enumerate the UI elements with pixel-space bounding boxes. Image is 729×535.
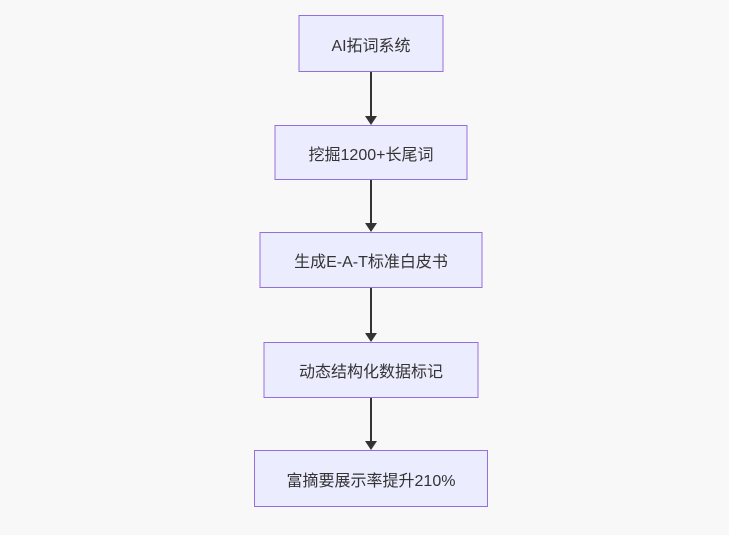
flow-node-label: 生成E-A-T标准白皮书 bbox=[294, 254, 448, 271]
arrow-down-connector bbox=[370, 180, 372, 223]
flow-node-label: 富摘要展示率提升210% bbox=[286, 472, 456, 490]
flow-node-longtail-mining: 挖掘1200+长尾词 bbox=[274, 125, 468, 180]
flow-node-label: 挖掘1200+长尾词 bbox=[308, 146, 434, 164]
flow-node-structured-data-markup: 动态结构化数据标记 bbox=[263, 342, 479, 398]
flow-node-label: 动态结构化数据标记 bbox=[298, 364, 443, 381]
arrow-down-connector bbox=[370, 398, 372, 441]
flow-node-eat-whitepaper: 生成E-A-T标准白皮书 bbox=[259, 232, 483, 288]
arrow-down-connector bbox=[370, 72, 372, 116]
flow-node-ai-keyword-system: AI拓词系统 bbox=[298, 15, 444, 72]
flow-node-rich-snippet-result: 富摘要展示率提升210% bbox=[254, 450, 488, 507]
flow-node-label: AI拓词系统 bbox=[331, 37, 411, 55]
arrow-down-connector bbox=[370, 288, 372, 333]
